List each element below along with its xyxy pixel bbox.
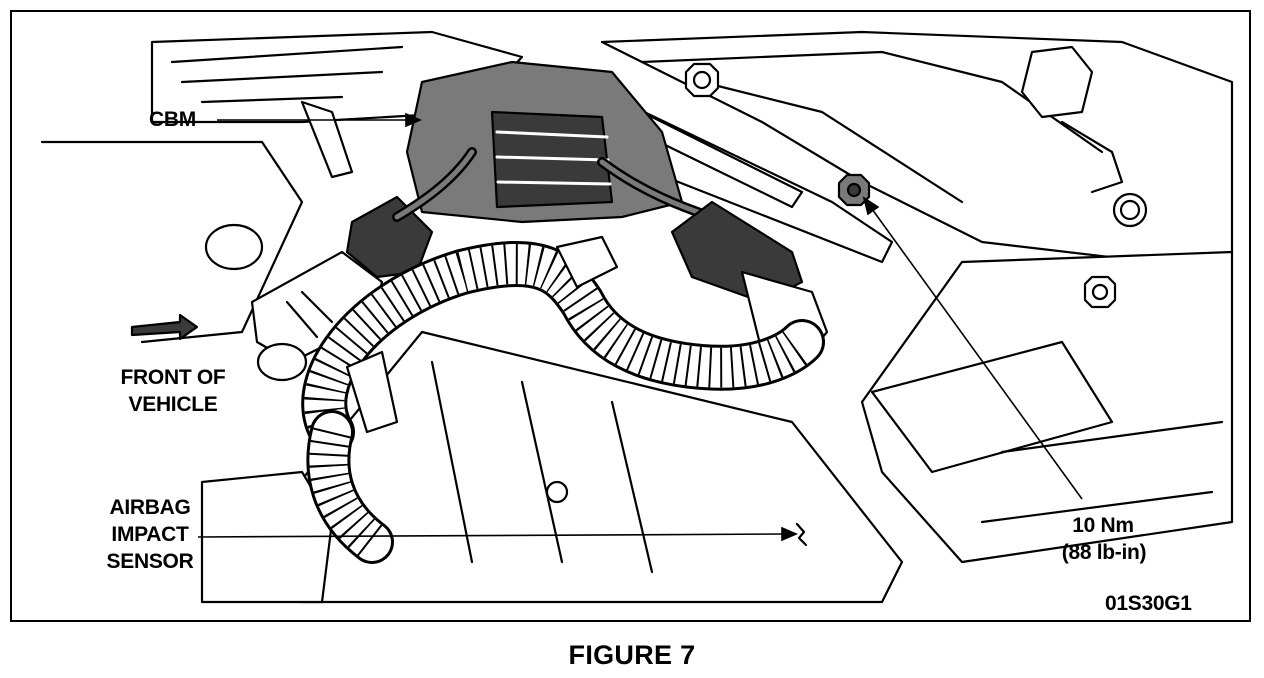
left-lower-grommet	[256, 342, 308, 382]
left-fender-edge	[40, 140, 304, 344]
bolt-torque-nut	[837, 173, 871, 207]
harness-tail-fill	[309, 413, 391, 561]
harness-loop-fill	[304, 244, 822, 452]
upper-right-ridge	[640, 50, 1104, 204]
harness-clip-left	[345, 350, 399, 434]
harness-clip-top	[555, 235, 619, 289]
right-bracket	[1020, 45, 1094, 119]
torque-metric-label: 10 Nm	[1072, 514, 1134, 537]
lower-round-hole	[545, 480, 569, 504]
sensor-marker	[795, 522, 808, 547]
engine-bay-illustration	[40, 30, 1234, 604]
right-lower-recess	[870, 340, 1114, 474]
torque-leader-line	[871, 208, 1083, 500]
bolt-upper	[684, 62, 720, 98]
cbm-leader-arrowhead	[405, 112, 423, 128]
airbag-sensor-leader-arrowhead	[781, 526, 799, 542]
right-connector	[670, 200, 804, 304]
torque-imperial-label: (88 lb-in)	[1061, 541, 1147, 564]
right-bracket-lower	[1060, 120, 1124, 194]
torque-leader-arrowhead	[862, 196, 880, 216]
airbag-sensor-leader-line	[197, 533, 787, 538]
left-grommet	[204, 223, 264, 271]
cbm-connector-slots	[495, 130, 612, 186]
upper-left-ridge	[170, 45, 404, 104]
right-lower-plate	[980, 420, 1224, 524]
front-of-vehicle-label: FRONT OF VEHICLE	[120, 366, 226, 416]
cbm-label: CBM	[149, 108, 196, 131]
right-lower-panel	[860, 250, 1234, 564]
figure-caption: FIGURE 7	[568, 640, 696, 670]
figure-frame: CBM FRONT OF VEHICLE AIRBAG IMPACT SENSO…	[10, 10, 1251, 622]
grommet-right-inner	[1119, 199, 1141, 221]
wire-bundle-left-inner	[394, 149, 475, 220]
lower-center-ribs	[430, 360, 654, 574]
grommet-right	[1112, 192, 1148, 228]
front-of-vehicle-arrow	[130, 313, 199, 341]
figure-id-label: 01S30G1	[1105, 592, 1192, 615]
left-plug-ribs	[285, 290, 334, 339]
bolt-right	[1083, 275, 1117, 309]
airbag-impact-sensor-label: AIRBAG IMPACT SENSOR	[106, 496, 194, 573]
